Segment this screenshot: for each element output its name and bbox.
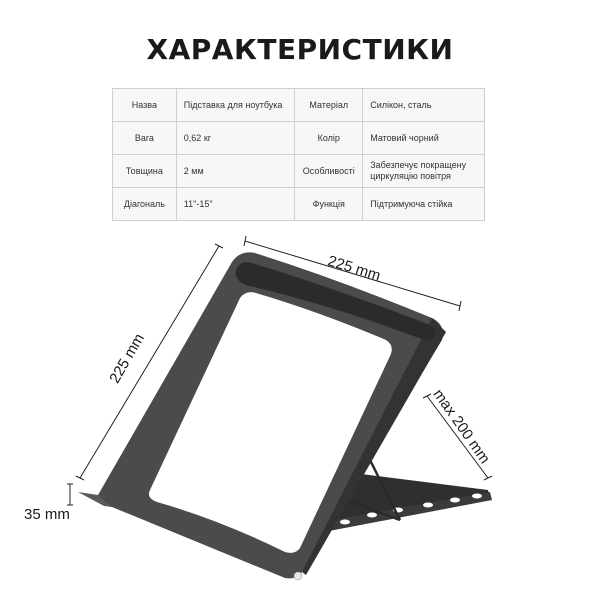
spec-key: Діагональ xyxy=(112,187,177,221)
table-row: Товщина 2 мм Особливості Забезпечує покр… xyxy=(112,154,485,188)
specs-table: Назва Підставка для ноутбука Матеріал Си… xyxy=(112,88,485,221)
spec-key: Вага xyxy=(112,121,177,155)
spec-value: 11"-15" xyxy=(175,187,296,221)
dimension-lines xyxy=(67,235,493,506)
spec-value: Забезпечує покращену циркуляцію повітря xyxy=(362,154,485,188)
table-row: Діагональ 11"-15" Функція Підтримуюча ст… xyxy=(112,187,485,221)
page-title: ХАРАКТЕРИСТИКИ xyxy=(146,33,454,66)
spec-key: Колір xyxy=(294,121,364,155)
spec-key: Товщина xyxy=(112,154,177,188)
spec-key: Функція xyxy=(294,187,364,221)
spec-key: Назва xyxy=(112,88,177,122)
table-row: Назва Підставка для ноутбука Матеріал Си… xyxy=(112,88,485,122)
spec-value: 2 мм xyxy=(175,154,296,188)
stand-foot xyxy=(78,492,112,507)
spec-value: Підставка для ноутбука xyxy=(175,88,296,122)
dimension-min-height-label: 35 mm xyxy=(24,506,70,523)
spec-value: Силікон, сталь xyxy=(362,88,485,122)
spec-value: Підтримуюча стійка xyxy=(362,187,485,221)
stand-plate xyxy=(97,252,446,581)
